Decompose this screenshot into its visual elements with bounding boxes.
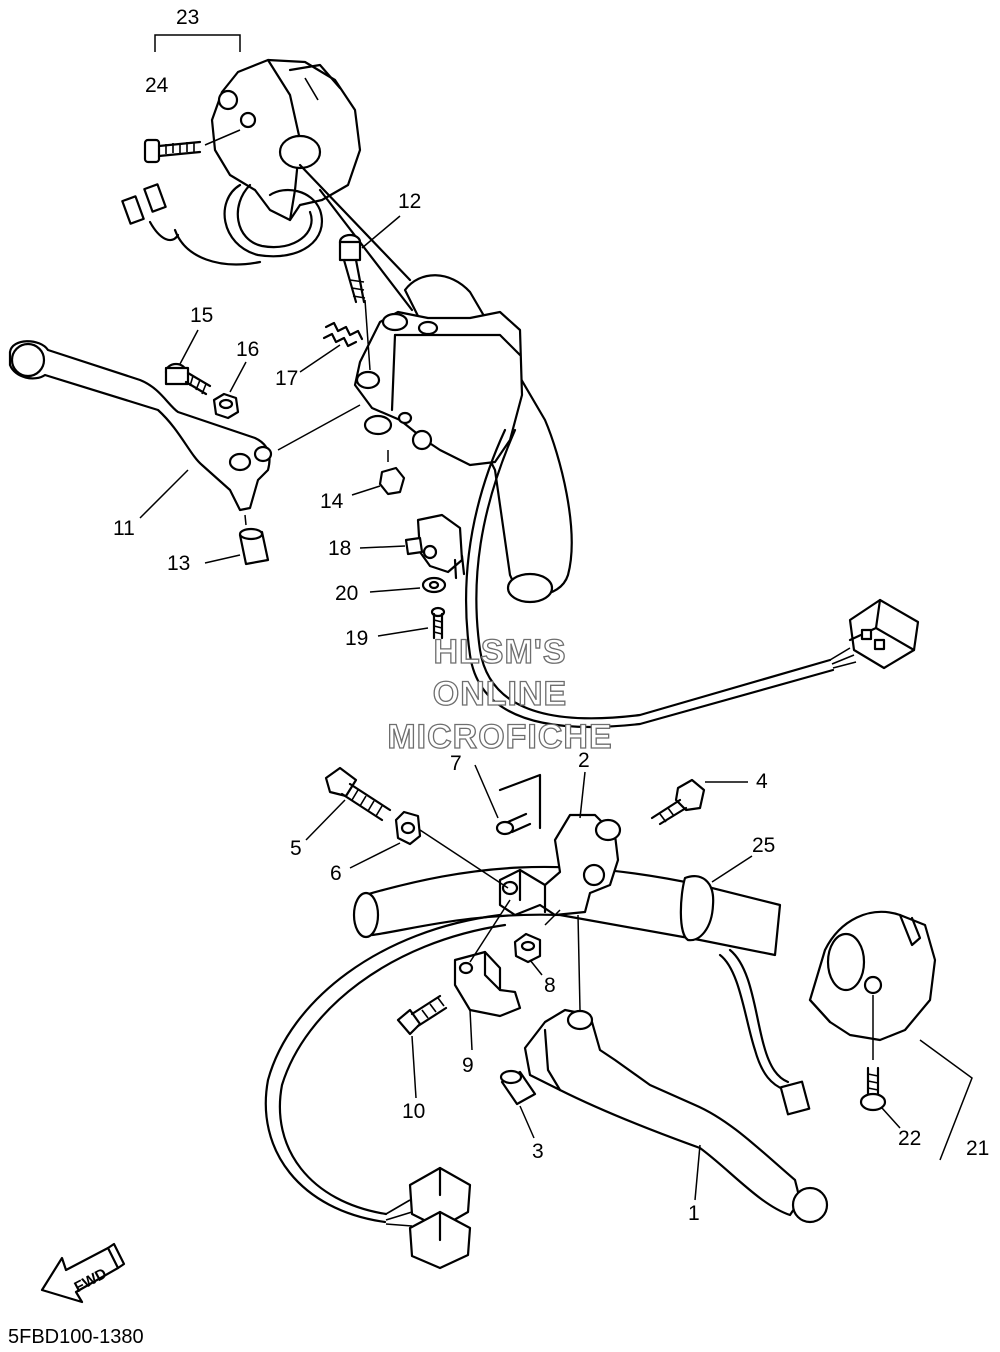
callout-4: 4 [756, 770, 768, 793]
lever-holder-upper [353, 310, 524, 467]
bracket-23 [154, 34, 241, 52]
callout-13: 13 [167, 552, 190, 575]
nut-6 [349, 810, 509, 889]
callout-11: 11 [113, 517, 135, 540]
right-switch-housing [808, 910, 937, 1060]
switch-wire-loop [121, 183, 323, 266]
lever-11 [8, 340, 361, 512]
diagram-code: 5FBD100-1380 [8, 1326, 144, 1348]
callout-17: 17 [275, 367, 298, 390]
nut-16 [212, 361, 247, 420]
callout-23: 23 [176, 6, 199, 29]
washer-20 [369, 576, 447, 594]
nut-14 [351, 450, 406, 496]
bolt-4 [650, 778, 748, 826]
callout-5: 5 [290, 837, 302, 860]
callout-8: 8 [544, 974, 556, 997]
callout-6: 6 [330, 862, 342, 885]
screw-19 [377, 606, 446, 640]
bracket-21 [919, 1039, 973, 1161]
switch-9 [453, 899, 522, 1051]
watermark-line-1: HLSM'S [433, 633, 566, 671]
grip-leader-25 [711, 855, 753, 883]
bolt-12 [338, 215, 401, 371]
callout-20: 20 [335, 582, 358, 605]
collar-13 [204, 514, 270, 566]
callout-1: 1 [688, 1202, 700, 1225]
nut-8 [513, 909, 561, 976]
bolt-15 [164, 329, 212, 396]
callout-7: 7 [450, 752, 462, 775]
callout-24: 24 [145, 74, 169, 97]
left-switch-housing [210, 58, 362, 222]
upper-harness [464, 428, 920, 729]
collar-3 [499, 1069, 537, 1139]
right-switch-wire [718, 948, 811, 1116]
leader-11 [139, 469, 189, 519]
fwd-arrow-icon: FWD [40, 1242, 126, 1304]
callout-14: 14 [320, 490, 344, 513]
callout-9: 9 [462, 1054, 474, 1077]
spring-17 [299, 321, 364, 373]
lever-1 [523, 914, 829, 1224]
leader-2 [579, 771, 586, 819]
callout-22: 22 [898, 1127, 921, 1150]
screw-22 [859, 1066, 901, 1129]
callout-21: 21 [966, 1137, 989, 1160]
callout-25: 25 [752, 834, 775, 857]
switch-18 [359, 513, 466, 580]
callout-12: 12 [398, 190, 421, 213]
screw-7 [474, 764, 532, 836]
callout-18: 18 [328, 537, 351, 560]
callout-15: 15 [190, 304, 213, 327]
screw-10 [396, 994, 448, 1099]
callout-19: 19 [345, 627, 368, 650]
callout-10: 10 [402, 1100, 425, 1123]
callout-2: 2 [578, 749, 590, 772]
bolt-5 [305, 766, 392, 841]
watermark-line-3: MICROFICHE [387, 718, 612, 756]
watermark-line-2: ONLINE [433, 675, 567, 713]
callout-16: 16 [236, 338, 259, 361]
lower-harness [264, 913, 507, 1270]
lever-holder-2 [498, 773, 622, 917]
screw-24 [143, 129, 241, 164]
callout-3: 3 [532, 1140, 544, 1163]
